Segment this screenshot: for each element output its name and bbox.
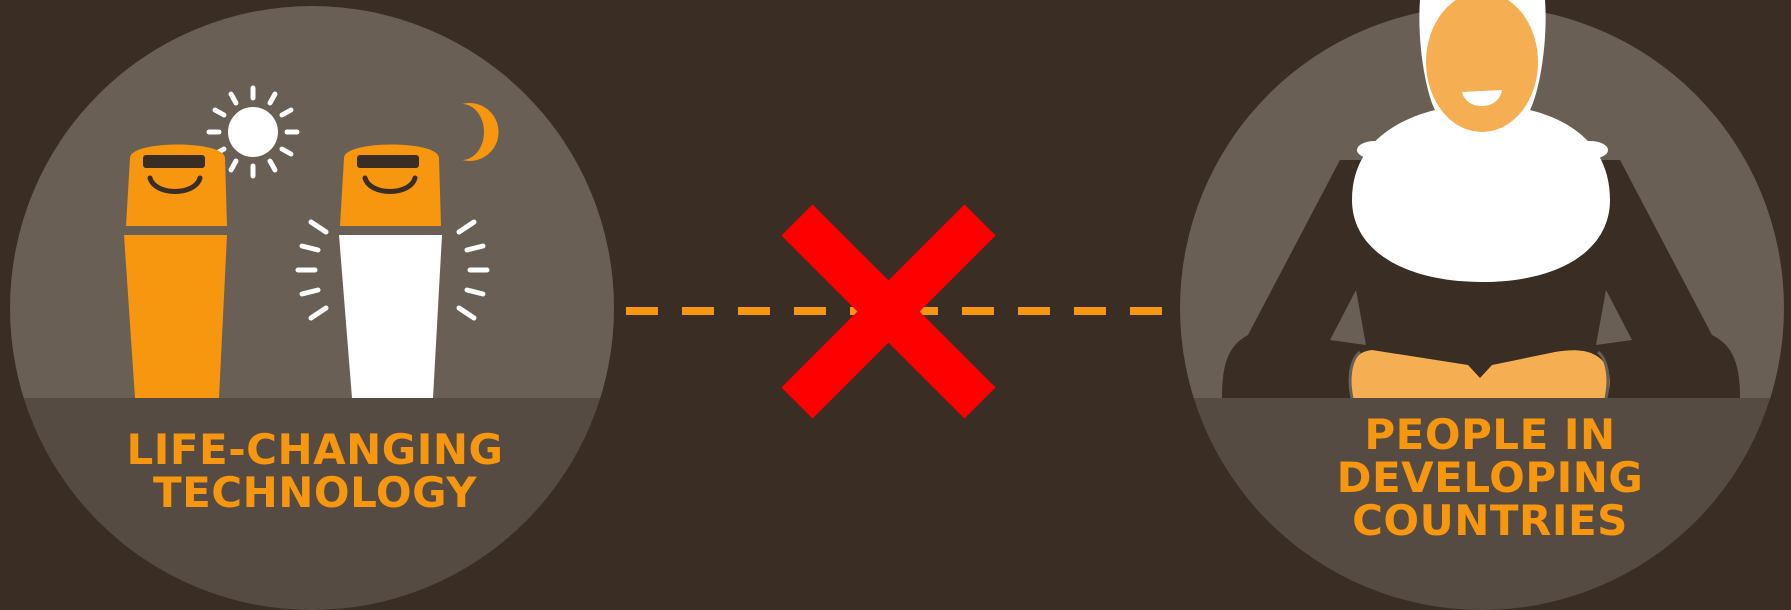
left-circle bbox=[0, 0, 640, 610]
right-caption-line-1: PEOPLE IN bbox=[1230, 413, 1750, 456]
right-caption-line-2: DEVELOPING bbox=[1230, 456, 1750, 499]
solar-lamp-day-icon bbox=[124, 145, 227, 399]
left-caption-line-1: LIFE-CHANGING bbox=[60, 428, 570, 471]
right-caption-line-3: COUNTRIES bbox=[1230, 499, 1750, 542]
left-caption: LIFE-CHANGING TECHNOLOGY bbox=[60, 428, 570, 514]
solar-lamp-night-icon bbox=[339, 145, 442, 399]
right-caption: PEOPLE IN DEVELOPING COUNTRIES bbox=[1230, 413, 1750, 542]
left-caption-line-2: TECHNOLOGY bbox=[60, 471, 570, 514]
